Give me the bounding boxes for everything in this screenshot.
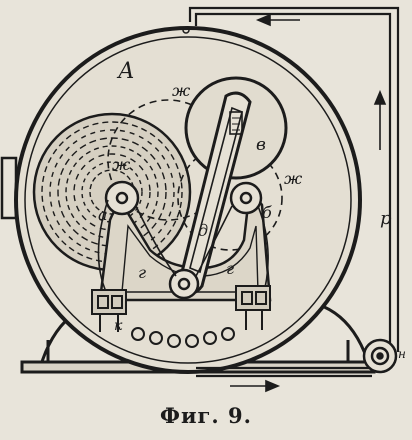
label-zh-left: ж [112,155,131,174]
label-a: а [98,205,108,224]
contact-circles [131,327,235,348]
belt-arrows [230,13,387,393]
housing-inner-circle [24,36,352,364]
label-zh-right: ж [284,169,303,188]
roller-b [229,181,263,215]
bracket-right [235,285,271,330]
roller-a [104,180,140,216]
label-g-left: г [138,263,146,282]
top-hole [182,26,190,34]
label-A: А [116,59,135,84]
label-n: н [398,347,406,361]
belt-loop [188,6,400,378]
label-k: к [114,318,123,334]
figure-caption: Фиг. 9. [160,403,252,428]
label-zh-top: ж [172,81,191,100]
pulley-n [362,338,398,374]
label-d: д [198,221,208,240]
bracket-left [91,289,127,332]
label-v: в [256,135,266,155]
central-pivot [168,268,200,300]
label-r: р [380,208,392,229]
label-g-right: г [226,259,234,278]
label-b: б [262,203,272,222]
